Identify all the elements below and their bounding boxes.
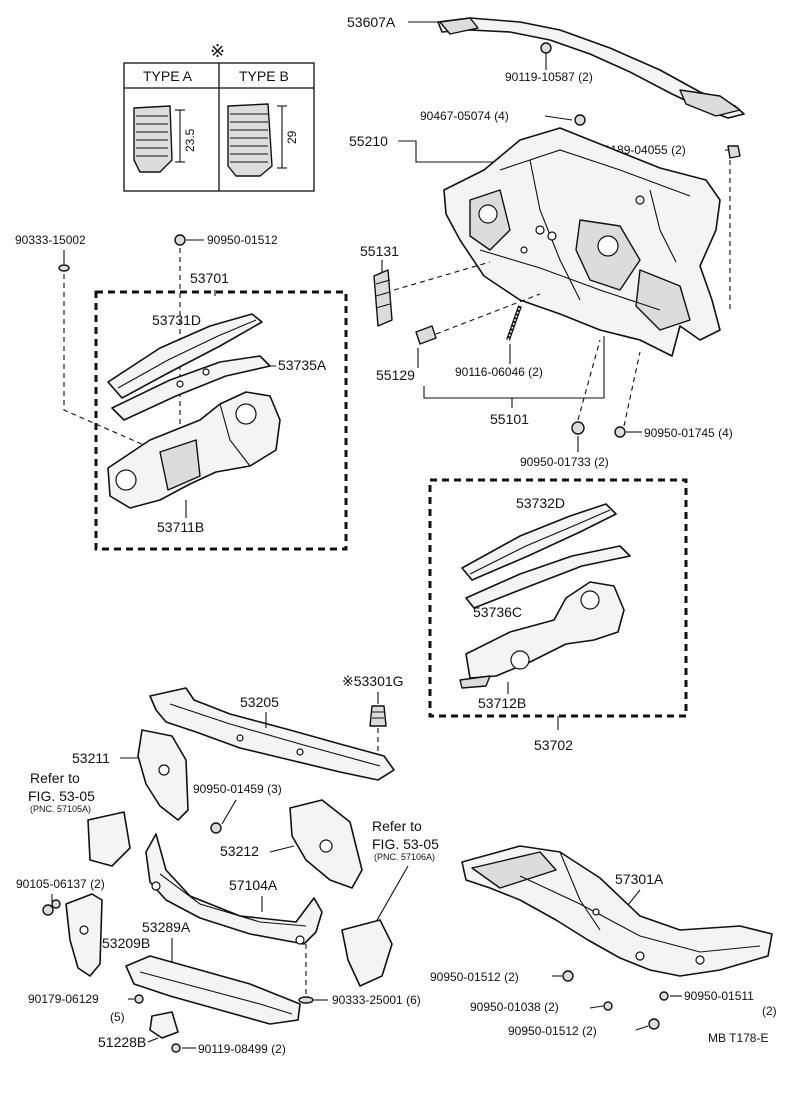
side-support-53212 xyxy=(289,799,363,889)
group-box-53701 xyxy=(94,290,348,551)
dash-panel-55210 xyxy=(443,127,721,357)
label-53211: 53211 xyxy=(72,750,110,766)
dim-b: 29 xyxy=(285,130,299,144)
bracket-53209B xyxy=(65,893,103,977)
label-57104A: 57104A xyxy=(229,877,278,893)
label-53731D: 53731D xyxy=(152,312,201,328)
bolt-90950-01512-a xyxy=(562,970,574,982)
upper-support-53205 xyxy=(149,687,395,781)
label-90179-06129: 90179-06129 xyxy=(28,992,99,1006)
bolt-90105-06137 xyxy=(42,899,61,916)
pad-55129 xyxy=(415,325,437,345)
label-90333-15002: 90333-15002 xyxy=(15,233,86,247)
label-90467-05074: 90467-05074 (4) xyxy=(420,109,509,123)
label-53736C: 53736C xyxy=(473,604,522,620)
label-55210: 55210 xyxy=(349,133,388,149)
label-53701: 53701 xyxy=(190,270,229,286)
bolt-90950-01512-b xyxy=(648,1018,660,1030)
label-53712B: 53712B xyxy=(478,695,526,711)
label-53711B: 53711B xyxy=(157,519,204,535)
type-a-clip: 23.5 xyxy=(133,105,197,173)
label-53289A: 53289A xyxy=(142,919,191,935)
label-55101: 55101 xyxy=(490,411,529,427)
label-57301A: 57301A xyxy=(615,871,664,887)
type-b-header: TYPE B xyxy=(239,68,289,84)
bracket-57105A xyxy=(87,811,131,867)
label-90950-01512-b: 90950-01512 (2) xyxy=(508,1024,597,1038)
dim-a: 23.5 xyxy=(183,128,197,152)
hood-brace-53607A xyxy=(437,17,745,119)
label-55131: 55131 xyxy=(360,243,399,259)
clip-90950-01512-top xyxy=(174,234,186,246)
label-53301G: ※53301G xyxy=(342,673,404,689)
bolt-90950-01459 xyxy=(210,822,222,834)
label-53205: 53205 xyxy=(240,694,279,710)
group-box-53702 xyxy=(428,478,688,718)
label-53607A: 53607A xyxy=(347,14,396,30)
stud-90116-06046 xyxy=(506,305,522,341)
label-90950-01512-a: 90950-01512 (2) xyxy=(430,970,519,984)
label-90179-qty: (5) xyxy=(110,1010,125,1024)
label-53732D: 53732D xyxy=(516,495,565,511)
lower-support-57104A xyxy=(145,833,323,945)
label-90950-01459: 90950-01459 (3) xyxy=(193,782,282,796)
apron-53712B xyxy=(459,581,625,689)
undercover-53289A xyxy=(125,955,301,1025)
label-90116-06046: 90116-06046 (2) xyxy=(455,365,543,379)
refer-left-line2: FIG. 53-05 xyxy=(28,788,95,804)
label-90950-01511-qty: (2) xyxy=(762,1004,777,1018)
member-53731D xyxy=(107,313,263,399)
bumper-53301G xyxy=(369,705,387,727)
label-90950-01745: 90950-01745 (4) xyxy=(644,426,733,440)
label-90950-01512-top: 90950-01512 xyxy=(207,233,278,247)
nut-90179-06129 xyxy=(134,994,144,1004)
type-table: ※ TYPE A TYPE B 23.5 xyxy=(123,41,315,192)
bracket-55131 xyxy=(373,269,393,327)
label-51228B: 51228B xyxy=(98,1034,146,1050)
bolt-90950-01511 xyxy=(659,991,669,1001)
refer-right-line1: Refer to xyxy=(372,818,422,834)
refer-left-line1: Refer to xyxy=(30,770,80,786)
clip-90189-04055 xyxy=(727,145,741,159)
refer-right-pnc: (PNC. 57106A) xyxy=(374,852,435,862)
refer-left: Refer to FIG. 53-05 (PNC. 57105A) xyxy=(28,770,95,814)
label-90950-01733: 90950-01733 (2) xyxy=(520,455,609,469)
bolt-90467-05074 xyxy=(574,114,586,126)
bolt-90950-01038 xyxy=(603,1001,613,1011)
apron-53711B xyxy=(107,391,281,509)
bolt-90119-08499 xyxy=(171,1043,181,1053)
label-90119-10587: 90119-10587 (2) xyxy=(505,70,593,84)
label-90950-01511: 90950-01511 xyxy=(684,989,754,1003)
refer-right-line2: FIG. 53-05 xyxy=(372,836,439,852)
refer-left-pnc: (PNC. 57105A) xyxy=(30,804,91,814)
side-member-57301A xyxy=(461,845,773,977)
bracket-51228B xyxy=(149,1011,179,1039)
diagram-code: MB T178-E xyxy=(708,1031,768,1045)
label-90950-01038: 90950-01038 (2) xyxy=(470,1000,559,1014)
type-b-clip: 29 xyxy=(227,103,299,177)
label-55129: 55129 xyxy=(376,367,415,383)
bolt-90950-01745 xyxy=(614,426,626,438)
plug-90333-25001 xyxy=(298,996,314,1004)
member-53732D xyxy=(461,503,617,581)
label-53735A: 53735A xyxy=(278,357,327,373)
label-90119-08499: 90119-08499 (2) xyxy=(198,1042,286,1056)
refer-right: Refer to FIG. 53-05 (PNC. 57106A) xyxy=(372,818,439,862)
label-90105-06137: 90105-06137 (2) xyxy=(16,877,105,891)
member-53735A xyxy=(111,355,271,421)
bolt-90950-01733 xyxy=(571,421,585,435)
plug-90333-15002 xyxy=(58,264,70,272)
label-90333-25001: 90333-25001 (6) xyxy=(332,993,421,1007)
member-53736C xyxy=(465,545,631,609)
label-53212: 53212 xyxy=(220,843,259,859)
side-support-53211 xyxy=(137,729,189,821)
bolt-90119-10587 xyxy=(540,42,552,70)
table-mark: ※ xyxy=(210,41,225,61)
label-53702: 53702 xyxy=(534,737,573,753)
label-53209B: 53209B xyxy=(102,935,150,951)
type-a-header: TYPE A xyxy=(143,68,193,84)
bracket-57106A xyxy=(341,919,393,987)
